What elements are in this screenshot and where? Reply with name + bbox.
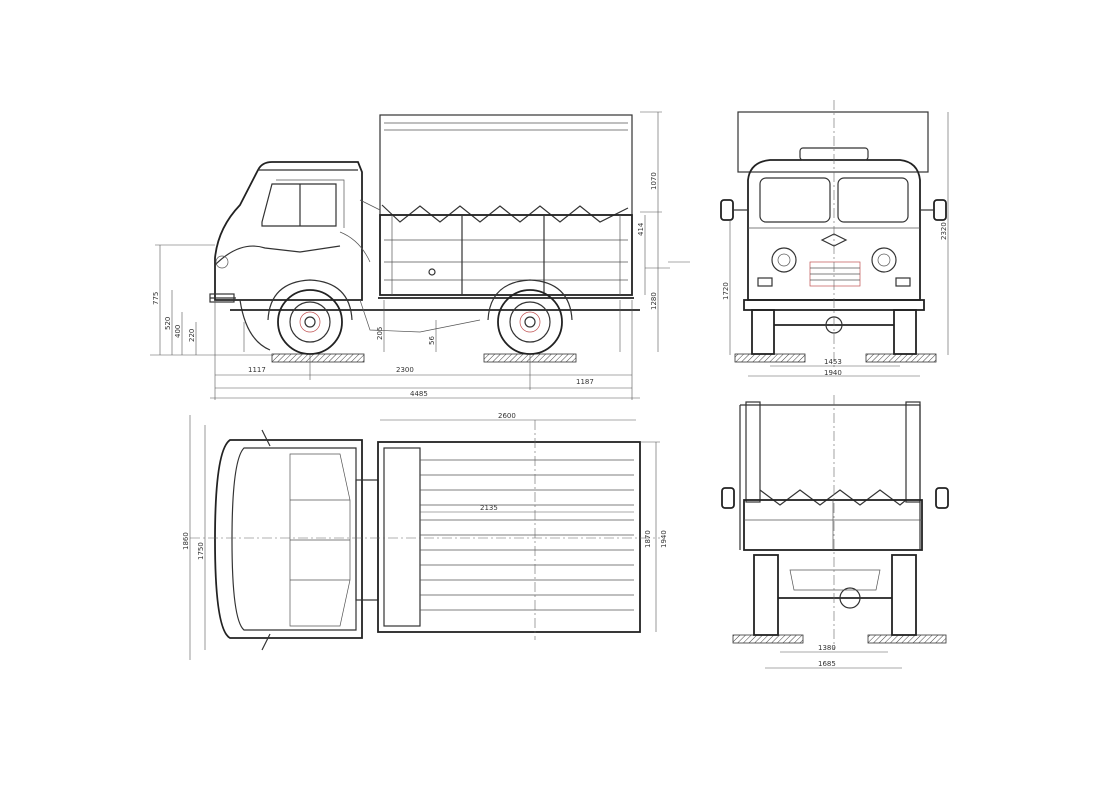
driveshaft <box>359 299 481 333</box>
dim-bed-width: 1870 <box>644 530 652 548</box>
dim-mirror-height: 1720 <box>722 282 730 300</box>
front-wheel <box>267 279 353 355</box>
dim-bed-inner: 2135 <box>480 504 498 512</box>
side-dimensions <box>150 111 690 400</box>
rear-tarp-left-strap <box>745 401 761 503</box>
rear-view: 1380 1685 <box>721 395 949 669</box>
ground-front-left <box>734 353 806 363</box>
dim-front-track: 1453 <box>824 358 842 366</box>
ground-rear-right <box>867 634 947 644</box>
dim-clearance-a: 775 <box>152 292 160 305</box>
tarp-cover <box>379 114 633 223</box>
dim-cab-width: 1860 <box>182 532 190 550</box>
mirror-right <box>933 199 947 221</box>
rear-tarp-right-strap <box>905 401 921 503</box>
ground-front <box>271 353 365 363</box>
dim-cab-inner: 1750 <box>197 542 205 560</box>
top-view: 2600 2135 1870 1940 1860 1750 <box>182 412 668 660</box>
rear-mirror-left <box>721 487 735 509</box>
dim-ground: 205 <box>376 327 384 340</box>
dim-overall-length: 4485 <box>410 390 428 398</box>
front-tarp <box>737 111 929 173</box>
dim-side-height: 414 <box>637 222 645 236</box>
dim-body-floor: 1280 <box>650 292 658 310</box>
cab-front <box>743 147 925 311</box>
front-view: 2320 1720 1453 1940 <box>720 100 949 377</box>
dim-ramp-marker: 56 <box>428 336 436 345</box>
dim-rear-track: 1380 <box>818 644 836 652</box>
rear-tarp-outline <box>739 404 921 550</box>
dim-front-overall-height: 2320 <box>940 222 948 240</box>
mirror-left <box>720 199 734 221</box>
rear-mirror-right <box>935 487 949 509</box>
rear-wheel <box>487 279 573 355</box>
cab-top <box>214 429 379 651</box>
rear-axle <box>753 554 917 636</box>
dim-bed-length: 2600 <box>498 412 516 420</box>
dim-clearance-c: 400 <box>174 325 182 338</box>
dim-wheelbase: 2300 <box>396 366 414 374</box>
dim-front-width: 1940 <box>824 369 842 377</box>
cargo-bed-top <box>377 441 641 633</box>
dim-clearance-d: 220 <box>188 329 196 342</box>
dim-clearance-b: 520 <box>164 317 172 330</box>
ground-front-right <box>865 353 937 363</box>
cab-side <box>209 161 381 351</box>
ground-rear-left <box>732 634 804 644</box>
dim-bed-width-outer: 1940 <box>660 530 668 548</box>
dim-rear-width: 1685 <box>818 660 836 668</box>
dim-tarp-height: 1070 <box>650 172 658 190</box>
dim-rear-section: 1187 <box>576 378 594 386</box>
side-view: 1117 2300 1187 4485 1070 414 1280 775 52… <box>150 111 690 400</box>
dim-front-overhang: 1117 <box>248 366 266 374</box>
